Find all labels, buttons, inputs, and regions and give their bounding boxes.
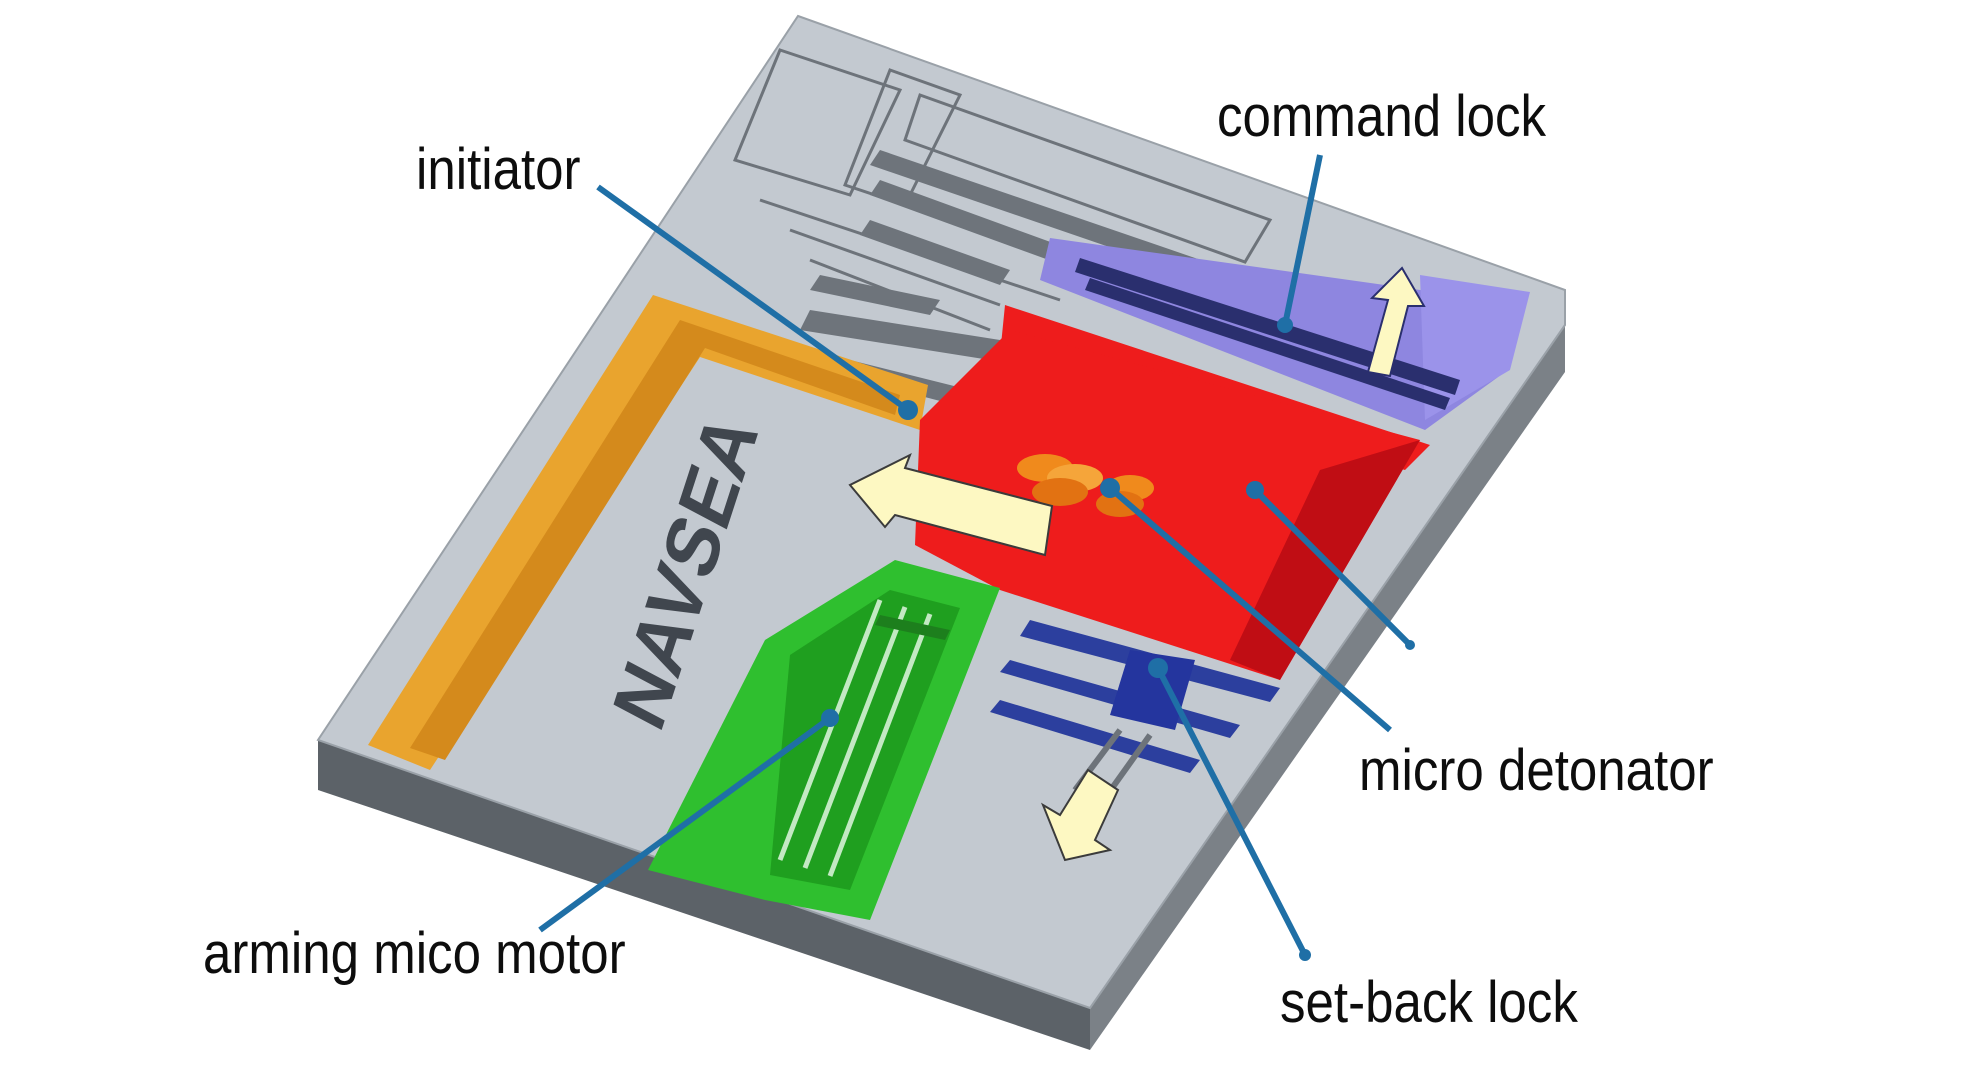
micro-detonator-label: micro detonator — [1359, 738, 1714, 803]
set-back-arrow — [1040, 768, 1120, 862]
slider-motion-arrow — [848, 452, 1054, 557]
command-lock-leader — [1282, 154, 1323, 326]
arming-leader — [538, 715, 832, 933]
command-lock-bars — [1075, 258, 1460, 395]
leader-lines — [538, 154, 1413, 957]
set-back-lock-label: set-back lock — [1280, 970, 1578, 1035]
initiator-label: initiator — [416, 137, 581, 202]
set-back-lock — [990, 620, 1280, 862]
substrate-side-right — [1090, 325, 1565, 1050]
initiator-frame-inner — [410, 320, 900, 760]
substrate-side-left — [318, 740, 1090, 1050]
command-lock-label: command lock — [1217, 84, 1547, 149]
command-lock — [1040, 238, 1530, 430]
micro-detonator — [1017, 454, 1154, 517]
leader-dots — [821, 317, 1415, 961]
command-lock-arrow — [1366, 266, 1426, 378]
slider-leader — [1252, 487, 1413, 648]
arming-motor — [648, 560, 1000, 920]
initiator-frame — [368, 295, 928, 770]
arming-motor-label: arming mico motor — [203, 921, 626, 986]
set-back-leader — [1155, 666, 1308, 957]
detonator-leader — [1108, 485, 1392, 733]
set-back-lock-mass — [1110, 650, 1195, 730]
initiator-leader — [596, 184, 910, 413]
